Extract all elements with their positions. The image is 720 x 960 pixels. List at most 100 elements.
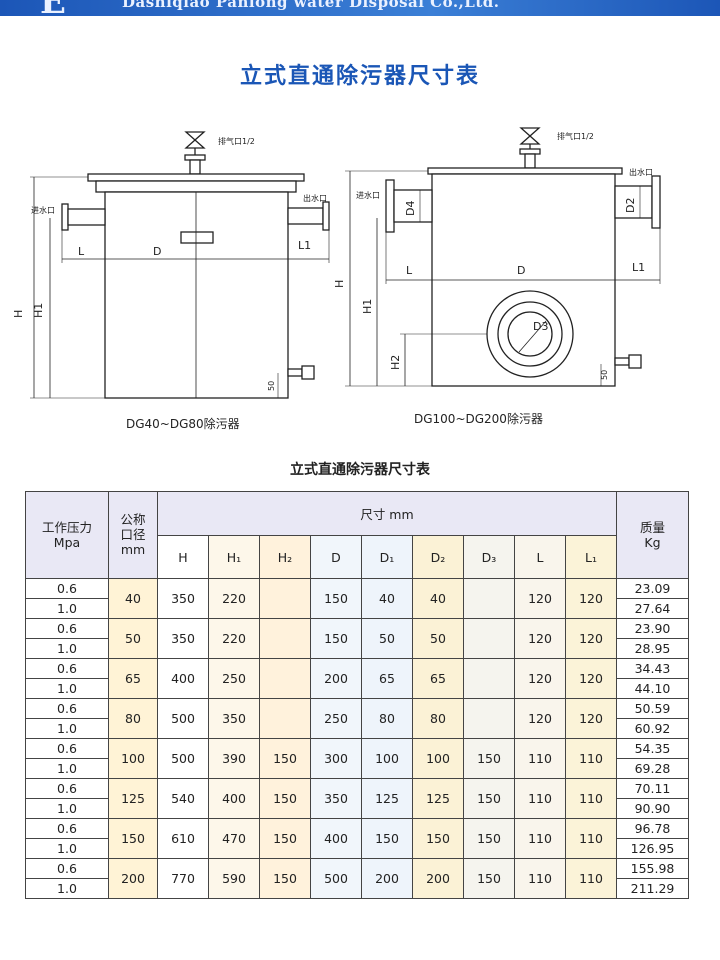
dim-cell-h: 770 (157, 858, 209, 899)
dim-cell-d2: 50 (412, 618, 464, 659)
dim-cell-d2: 65 (412, 658, 464, 699)
pressure-cell: 1.0 (25, 638, 109, 659)
dim-cell-d1: 150 (361, 818, 413, 859)
subheader-d3: D₃ (463, 535, 515, 579)
mass-cell: 54.35 (616, 738, 689, 759)
dim-cell-h: 540 (157, 778, 209, 819)
pressure-cell: 1.0 (25, 878, 109, 899)
mass-cell: 96.78 (616, 818, 689, 839)
right-vent-valve-icon (519, 127, 541, 145)
dim-cell-h1: 350 (208, 698, 260, 739)
dim-cell-d3 (463, 658, 515, 699)
mass-cell: 50.59 (616, 698, 689, 719)
mass-cell: 211.29 (616, 878, 689, 899)
mass-cell: 70.11 (616, 778, 689, 799)
dim-cell-d3: 150 (463, 818, 515, 859)
dn-cell: 200 (108, 858, 158, 899)
dim-cell-d: 300 (310, 738, 362, 779)
right-dim-h: H (333, 280, 346, 288)
dim-cell-h: 500 (157, 738, 209, 779)
company-logo: E (40, 0, 66, 16)
left-vent-valve-icon (184, 131, 206, 149)
right-dim-h1: H1 (361, 299, 374, 314)
dim-cell-l1: 120 (565, 618, 617, 659)
dim-cell-l1: 110 (565, 738, 617, 779)
mass-cell: 60.92 (616, 718, 689, 739)
dim-cell-l1: 110 (565, 778, 617, 819)
dim-cell-l1: 110 (565, 818, 617, 859)
dim-cell-d3 (463, 578, 515, 619)
dim-cell-d3 (463, 698, 515, 739)
right-dim-l1: L1 (632, 261, 645, 274)
left-dim-d: D (153, 245, 161, 258)
dn-cell: 125 (108, 778, 158, 819)
left-dim-l1: L1 (298, 239, 311, 252)
pressure-cell: 0.6 (25, 858, 109, 879)
left-dim-h: H (12, 310, 25, 318)
dim-cell-h1: 470 (208, 818, 260, 859)
pressure-cell: 1.0 (25, 598, 109, 619)
subheader-l1: L₁ (565, 535, 617, 579)
dim-cell-h2 (259, 578, 311, 619)
dim-cell-d: 350 (310, 778, 362, 819)
company-name: Dashiqiao Panlong water Disposal Co.,Ltd… (122, 0, 500, 11)
pressure-cell: 0.6 (25, 658, 109, 679)
dim-cell-d1: 50 (361, 618, 413, 659)
right-dim-d: D (517, 264, 525, 277)
dn-cell: 65 (108, 658, 158, 699)
dim-cell-d: 500 (310, 858, 362, 899)
table-row: 1.0 211.29 (25, 878, 689, 899)
left-vessel-body (104, 191, 289, 399)
header-pressure-label: 工作压力 (41, 520, 92, 535)
left-vent-label: 排气口1/2 (218, 136, 255, 146)
subheader-d: D (310, 535, 362, 579)
pressure-cell: 1.0 (25, 758, 109, 779)
mass-cell: 126.95 (616, 838, 689, 859)
left-inlet-label: 进水口 (31, 205, 55, 215)
header-dn-unit: mm (120, 542, 146, 557)
dim-cell-d: 250 (310, 698, 362, 739)
right-dim-d3: D3 (533, 320, 548, 333)
dim-cell-d: 200 (310, 658, 362, 699)
header-pressure: 工作压力 Mpa (25, 491, 109, 579)
header-pressure-unit: Mpa (53, 535, 81, 550)
dim-cell-h2 (259, 658, 311, 699)
dim-cell-l1: 120 (565, 698, 617, 739)
left-drawing (30, 131, 330, 399)
pressure-cell: 0.6 (25, 818, 109, 839)
page-title: 立式直通除污器尺寸表 (239, 64, 480, 89)
dim-cell-d1: 65 (361, 658, 413, 699)
pressure-cell: 1.0 (25, 678, 109, 699)
header-dn: 公称 口径 mm (108, 491, 158, 579)
dim-cell-l1: 110 (565, 858, 617, 899)
pressure-cell: 0.6 (25, 738, 109, 759)
dim-cell-l: 110 (514, 818, 566, 859)
dim-cell-d2: 100 (412, 738, 464, 779)
dim-cell-d1: 125 (361, 778, 413, 819)
dim-cell-h2: 150 (259, 738, 311, 779)
mass-cell: 44.10 (616, 678, 689, 699)
dim-cell-h1: 220 (208, 578, 260, 619)
left-dim-l: L (78, 245, 85, 258)
dim-cell-h2: 150 (259, 858, 311, 899)
dim-cell-h2 (259, 698, 311, 739)
header-mass-label: 质量 (639, 520, 665, 535)
left-drawing-caption: DG40~DG80除污器 (126, 416, 240, 431)
table-row: 1.0 44.10 (25, 678, 689, 699)
pressure-cell: 0.6 (25, 618, 109, 639)
right-dim-d2: D2 (624, 198, 637, 213)
dim-cell-h2 (259, 618, 311, 659)
dim-cell-d2: 200 (412, 858, 464, 899)
pressure-cell: 1.0 (25, 798, 109, 819)
dim-cell-d2: 150 (412, 818, 464, 859)
right-dim-h2: H2 (389, 355, 402, 370)
right-drawing-caption: DG100~DG200除污器 (414, 411, 543, 426)
dim-cell-h: 350 (157, 618, 209, 659)
